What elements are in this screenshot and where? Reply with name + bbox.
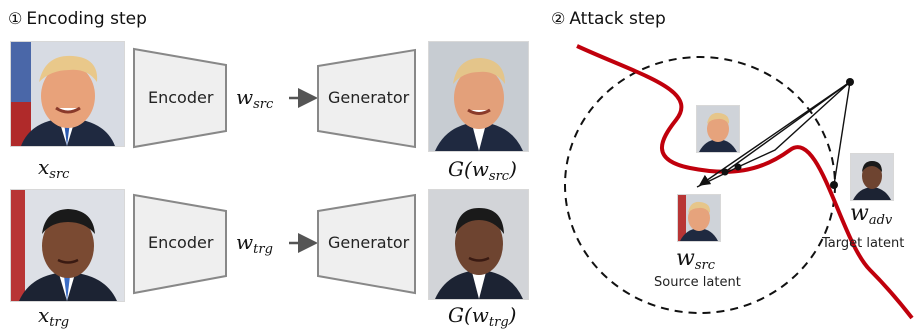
target-latent-caption: Target latent <box>822 236 905 251</box>
obama-thumb-adv <box>850 153 894 201</box>
generator-block-2 <box>317 193 416 295</box>
start-point <box>846 78 854 86</box>
attack-path <box>696 81 851 188</box>
source-latent-caption: Source latent <box>654 275 741 290</box>
encoder-block-1 <box>133 47 227 149</box>
encoding-pipeline <box>133 47 416 295</box>
generator-label-2: Generator <box>328 233 410 252</box>
w-src-attack-label: wsrc <box>676 246 716 273</box>
generator-label-1: Generator <box>328 88 410 107</box>
encoder-label-1: Encoder <box>148 88 214 107</box>
g-w-src-label: G(wsrc) <box>448 157 517 184</box>
encoder-label-2: Encoder <box>148 233 214 252</box>
w-trg-latent-label: wtrg <box>236 230 273 257</box>
wadv-point <box>830 181 838 189</box>
decision-curve <box>576 44 914 320</box>
arrow-step-1 <box>724 81 851 173</box>
trump-reconstructed-photo <box>428 41 529 152</box>
arrow-to-wadv <box>833 81 851 186</box>
attack-step-label: Attack step <box>569 9 666 29</box>
generator-block-1 <box>317 48 416 149</box>
trump-thumb-mid <box>696 105 740 153</box>
step-point-2 <box>721 168 729 176</box>
step-number-2: ② <box>551 9 566 28</box>
g-w-trg-label: G(wtrg) <box>448 303 517 330</box>
step-point-1 <box>734 163 742 171</box>
x-trg-label: xtrg <box>38 303 70 330</box>
trump-thumb-src <box>677 194 721 242</box>
x-src-label: xsrc <box>38 155 70 182</box>
step-number-1: ① <box>8 9 23 28</box>
w-adv-label: wadv <box>850 201 893 228</box>
w-src-latent-label: wsrc <box>236 85 274 112</box>
obama-input-photo <box>10 189 125 302</box>
encoder-block-2 <box>133 193 227 295</box>
trump-input-photo <box>10 41 125 147</box>
encoding-step-label: Encoding step <box>26 9 147 29</box>
latent-space-diagram <box>564 44 914 320</box>
obama-reconstructed-photo <box>428 189 529 300</box>
